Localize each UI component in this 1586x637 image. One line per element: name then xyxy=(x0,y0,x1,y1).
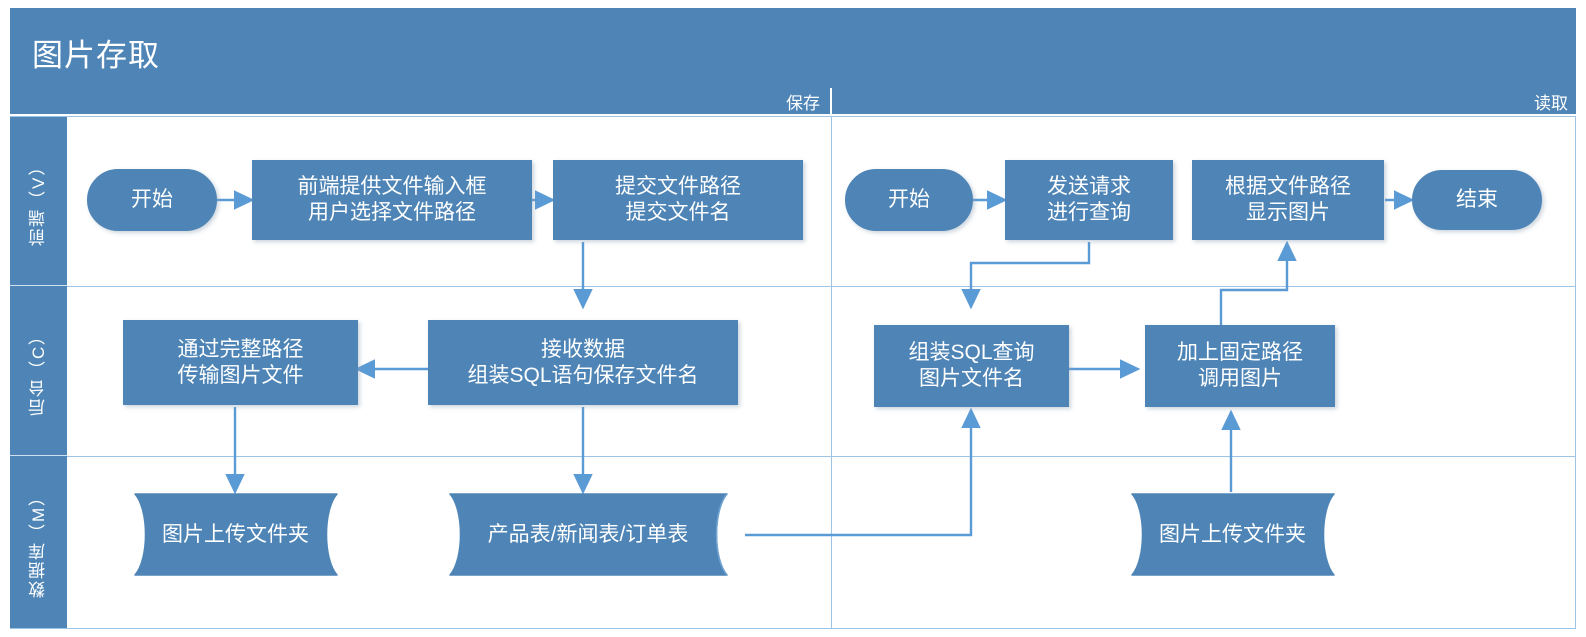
node-read-start[interactable]: 开始 xyxy=(845,169,973,231)
node-save-tables-label: 产品表/新闻表/订单表 xyxy=(487,522,689,546)
lane-label-database-text: 数据库（M） xyxy=(29,486,48,598)
diagram-title-bar: 图片存取 xyxy=(10,8,1576,88)
node-save-transfer[interactable]: 通过完整路径 传输图片文件 xyxy=(123,320,358,405)
node-read-fixedpath[interactable]: 加上固定路径 调用图片 xyxy=(1145,325,1335,407)
lane-label-frontend: 前端（V） xyxy=(10,117,67,286)
node-save-receive[interactable]: 接收数据 组装SQL语句保存文件名 xyxy=(428,320,738,405)
node-save-folder[interactable]: 图片上传文件夹 xyxy=(113,492,358,577)
node-read-display[interactable]: 根据文件路径 显示图片 xyxy=(1192,160,1384,240)
phase-header-save: 保存 xyxy=(786,93,820,113)
node-read-sql[interactable]: 组装SQL查询 图片文件名 xyxy=(874,325,1069,407)
database-shape-icon xyxy=(1131,493,1335,576)
node-save-folder-label: 图片上传文件夹 xyxy=(162,522,309,546)
node-save-submit[interactable]: 提交文件路径 提交文件名 xyxy=(553,160,803,240)
lane-label-backend-text: 后台（C） xyxy=(29,325,48,416)
node-save-start[interactable]: 开始 xyxy=(87,169,217,231)
lane-label-database: 数据库（M） xyxy=(10,456,67,628)
node-save-tables[interactable]: 产品表/新闻表/订单表 xyxy=(428,492,748,577)
node-read-request[interactable]: 发送请求 进行查询 xyxy=(1005,160,1173,240)
page-title: 图片存取 xyxy=(32,38,160,73)
lane-separator-1 xyxy=(67,286,1576,287)
lane-label-backend: 后台（C） xyxy=(10,286,67,456)
phase-divider xyxy=(830,88,832,114)
database-shape-icon xyxy=(134,493,338,576)
phase-column-separator xyxy=(831,117,832,628)
node-read-folder-label: 图片上传文件夹 xyxy=(1159,522,1306,546)
node-read-end[interactable]: 结束 xyxy=(1412,170,1542,230)
lane-separator-2 xyxy=(67,456,1576,457)
database-shape-icon xyxy=(449,493,728,576)
phase-header-band xyxy=(10,88,1576,114)
lane-label-frontend-text: 前端（V） xyxy=(29,156,48,246)
phase-header-read: 读取 xyxy=(1534,93,1568,113)
node-read-folder[interactable]: 图片上传文件夹 xyxy=(1110,492,1355,577)
node-save-input[interactable]: 前端提供文件输入框 用户选择文件路径 xyxy=(252,160,532,240)
